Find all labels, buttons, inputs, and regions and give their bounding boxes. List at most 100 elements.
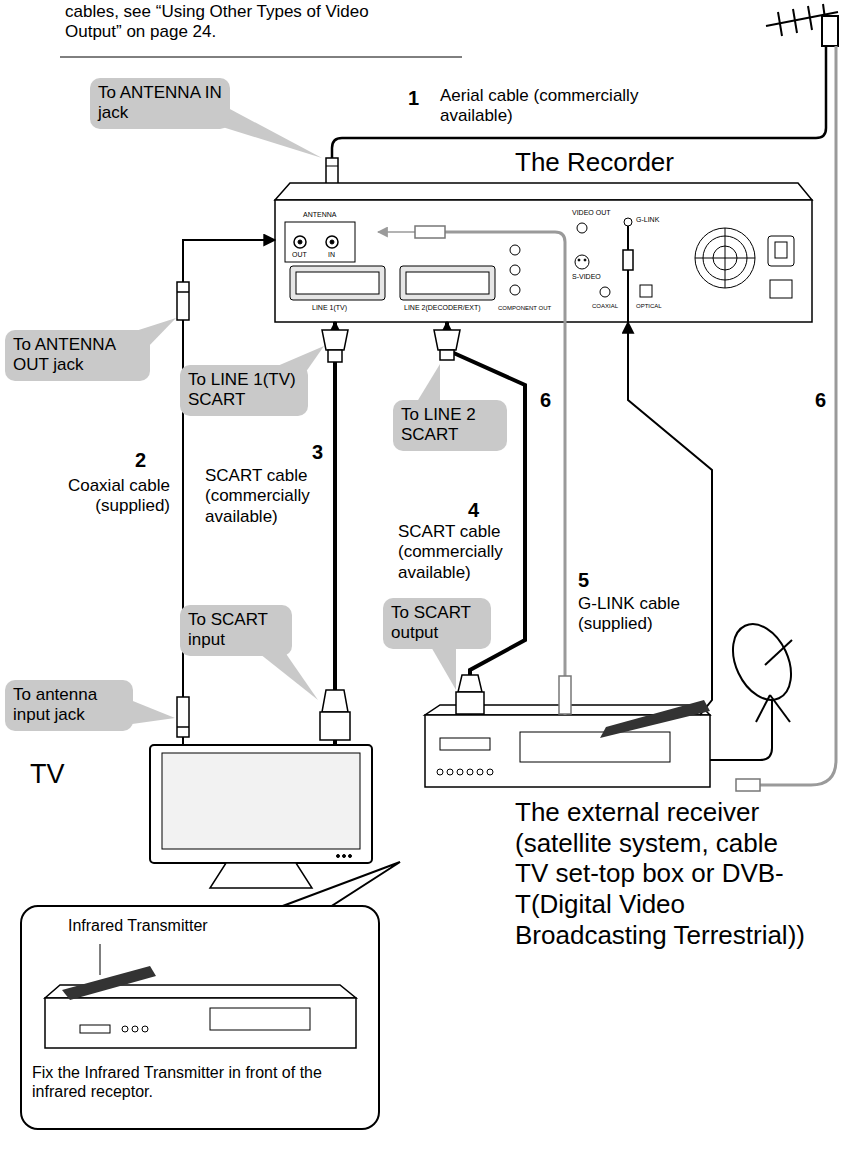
cable-connector [564,322,567,715]
inset-device-part [210,1008,310,1030]
cable-label: cables, see “Using Other Types of Video … [65,2,405,43]
callout-bubble: To ANTENNA OUT jack [5,330,150,381]
antenna-part [808,6,812,30]
plug-part [458,675,482,692]
recorder-part [294,236,306,248]
inset-device-part [80,1025,110,1033]
cable-stub-part [627,226,629,322]
infrared-transmitter-part [600,700,710,738]
plug-part [177,291,189,293]
recorder [275,183,812,322]
callout-number: 4 [468,498,479,522]
satellite-dish-part [710,700,772,760]
plug-part [456,692,484,714]
leader-line [100,944,101,975]
recorder-part [578,259,580,261]
jack-label: LINE 2(DECODER/EXT) [404,304,481,312]
jack-label: S-VIDEO [572,273,601,281]
callout-number: 5 [578,568,589,592]
inset-transmitter-part [62,966,156,1000]
cable-connector [333,322,337,745]
jack-label: OUT [292,251,307,259]
inset-device-part [142,1026,148,1032]
receiver-part [440,738,490,750]
cable-label: SCART cable (commercially available) [205,466,325,527]
satellite-dish-part [765,640,792,665]
jack-label: ANTENNA [303,211,336,219]
recorder-part [510,245,520,255]
cable-stub [378,226,628,322]
node-label: Infrared Transmitter [68,917,378,936]
inset-box: Infrared TransmitterFix the Infrared Tra… [20,905,380,1130]
recorder-part [326,236,338,248]
antenna-part [793,9,797,33]
cable-label: G-LINK cable (supplied) [578,594,703,635]
recorder-part [275,200,812,322]
recorder-part [290,266,385,300]
recorder-part [584,259,586,261]
recorder-part [275,183,812,200]
cable-label: Coaxial cable (supplied) [35,476,170,517]
cable-connector [447,322,525,715]
tv-part [343,855,346,858]
plug [177,250,760,791]
callout-text: To ANTENNA OUT jack [13,335,142,376]
recorder-part [768,236,794,266]
jack-label: IN [328,251,335,259]
receiver-part [447,769,453,775]
tv-part [150,745,372,863]
recorder-part [624,218,632,226]
plug-part [177,726,189,728]
callout-bubble: To LINE 1(TV) SCART [180,365,308,416]
callout-text: To LINE 1(TV) SCART [188,370,300,411]
callout-number: 1 [408,86,419,110]
plug-part [322,690,348,712]
tv [150,745,372,888]
antenna-part [778,12,782,36]
node-label: The Recorder [515,147,812,178]
plug-part [434,330,460,350]
aerial-cable-part [326,158,338,185]
callout-number: 3 [312,440,323,464]
plug-part [328,350,342,362]
note-rule-part [60,57,462,58]
callout-text: To antenna input jack [13,685,125,726]
note-rule [60,57,462,58]
callout-number: 6 [540,388,551,412]
recorder-part [510,265,520,275]
callout-number: 2 [135,448,146,472]
node-label: The external receiver (satellite system,… [515,797,805,950]
callout-number: 6 [815,388,826,412]
callout-bubble: To SCART input [180,605,292,656]
receiver-part [437,769,443,775]
inset-device-part [122,1026,128,1032]
recorder-part [770,280,792,298]
receiver-part [457,769,463,775]
cable-connector [628,322,712,715]
tv-part [337,855,340,858]
tv-box: TV [150,745,372,888]
leader-line-part [100,944,101,975]
inset-device-part [45,998,356,1048]
recorder-part [285,222,355,262]
recorder-part [296,272,379,294]
node-label: Fix the Infrared Transmitter in front of… [32,1064,368,1102]
plug-part [322,330,348,350]
plug-part [736,779,760,791]
jack-label: COAXIAL [592,303,618,310]
receiver-part [467,769,473,775]
jack-label: OPTICAL [636,303,662,310]
satellite-dish-part [722,615,803,709]
satellite-dish [710,615,802,760]
plug-part [177,282,189,320]
recorder-part [695,228,755,288]
cable-stub-part [378,231,415,233]
infrared-transmitter [600,700,710,738]
receiver-part [477,769,483,775]
callout-text: To SCART output [391,603,483,644]
plug-part [623,250,633,270]
receiver-box: The external receiver (satellite system,… [425,715,710,790]
plug-part [177,697,189,737]
antenna-part [822,16,838,46]
